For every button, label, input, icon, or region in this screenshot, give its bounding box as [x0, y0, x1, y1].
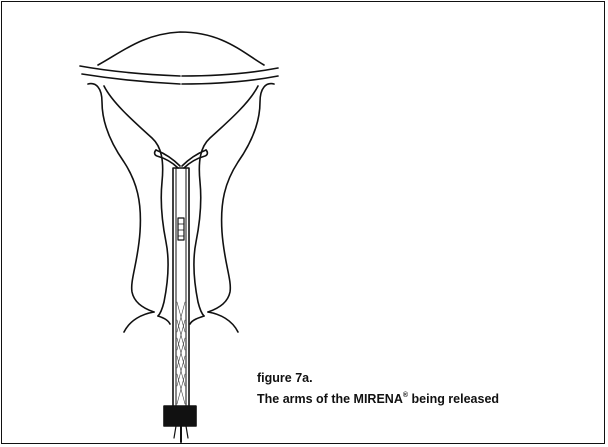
right-tube-lines-2 [182, 76, 278, 84]
cervix-left [124, 312, 154, 332]
right-tube-lines [182, 68, 278, 76]
caption-end: being released [408, 392, 499, 406]
left-tube-lines [80, 66, 180, 76]
threads-in-tube [177, 302, 185, 404]
figure-description: The arms of the MIRENA® being released [257, 393, 499, 406]
iud-arm-right-tip [184, 150, 207, 168]
uterus-outer-left [88, 84, 154, 312]
uterine-cavity-left [104, 86, 168, 316]
figure-label: figure 7a. [257, 372, 313, 385]
iud-arm-right [182, 150, 206, 166]
caption-main: The arms of the MIRENA [257, 392, 403, 406]
cervix-lower-left [158, 316, 170, 324]
registered-mark: ® [403, 392, 408, 399]
uterus-fundus [98, 32, 264, 65]
uterus-outer-right [208, 84, 274, 312]
cervix-lower-right [190, 316, 204, 324]
cervix-right [208, 312, 238, 332]
iud-arm-left [156, 150, 180, 166]
uterine-cavity-right [194, 86, 258, 316]
inserter-handle [164, 406, 196, 426]
iud-arm-left-tip [155, 150, 178, 168]
iud-stem [178, 218, 184, 240]
